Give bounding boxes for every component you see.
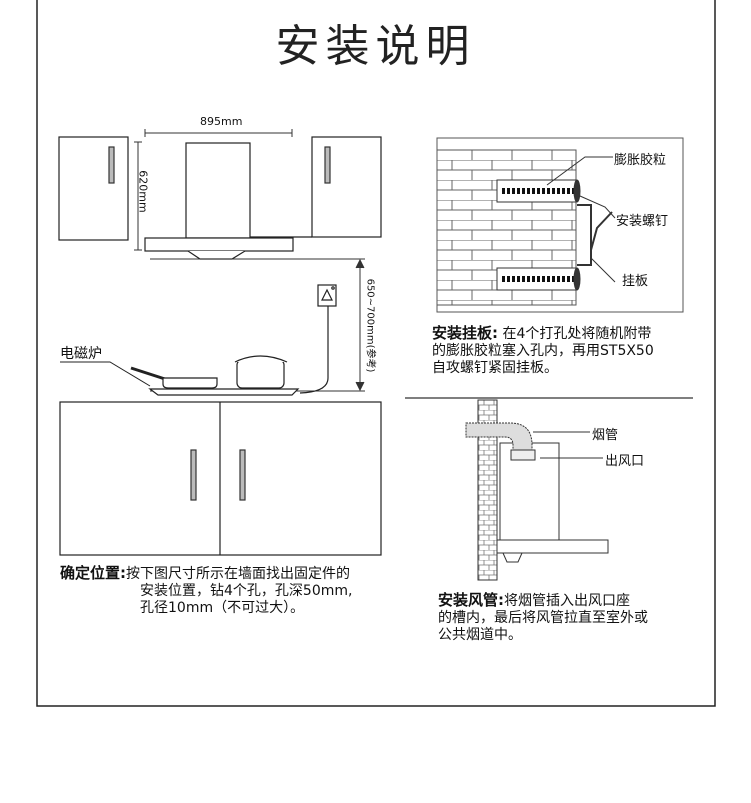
step-position-heading: 确定位置:: [60, 564, 126, 582]
bracket-diagram: [436, 137, 684, 313]
duct-label: 烟管: [592, 428, 619, 443]
dimension-lines: [134, 129, 365, 392]
outer-frame: [36, 0, 716, 707]
step-duct-line: 公共烟道中。: [438, 627, 522, 643]
cooktop-label: 电磁炉: [60, 346, 102, 362]
step-duct-line: 的槽内，最后将风管拉直至室外或: [438, 610, 648, 626]
step-position-line: 按下图尺寸所示在墙面找出固定件的: [126, 566, 350, 582]
duct-diagram: [465, 399, 609, 581]
step-bracket-heading: 安装挂板:: [432, 324, 498, 342]
right-upper-cabinet: [311, 136, 382, 238]
width-dimension-label: 895mm: [200, 115, 243, 128]
lower-cabinet: [59, 401, 382, 556]
step-position: 确定位置:按下图尺寸所示在墙面找出固定件的 安装位置，钻4个孔，孔深50mm, …: [60, 565, 352, 617]
induction-cooktop: [60, 355, 300, 396]
step-duct-heading: 安装风管:: [438, 591, 504, 609]
step-duct: 安装风管:将烟管插入出风口座 的槽内，最后将风管拉直至室外或 公共烟道中。: [438, 592, 648, 644]
range-hood: [144, 142, 312, 260]
step-bracket-line: 自攻螺钉紧固挂板。: [432, 360, 558, 376]
plate-label: 挂板: [622, 274, 649, 289]
height-dimension-label: 620mm: [136, 170, 150, 213]
power-socket: [299, 284, 337, 394]
step-bracket-line: 的膨胀胶粒塞入孔内，再用ST5X50: [432, 343, 654, 359]
outlet-label: 出风口: [605, 454, 645, 469]
left-upper-cabinet: [58, 136, 129, 241]
step-duct-line: 将烟管插入出风口座: [504, 593, 630, 609]
page-title: 安装说明: [275, 21, 476, 72]
screw-label: 安装螺钉: [616, 214, 669, 229]
step-bracket: 安装挂板: 在4个打孔处将随机附带 的膨胀胶粒塞入孔内，再用ST5X50 自攻螺…: [432, 325, 654, 377]
mounting-height-label: 650~700mm(参考): [364, 278, 376, 373]
step-position-line: 安装位置，钻4个孔，孔深50mm,: [140, 583, 353, 599]
anchor-label: 膨胀胶粒: [614, 153, 667, 168]
step-bracket-line: 在4个打孔处将随机附带: [502, 326, 652, 342]
step-position-line: 孔径10mm（不可过大）。: [140, 600, 305, 616]
